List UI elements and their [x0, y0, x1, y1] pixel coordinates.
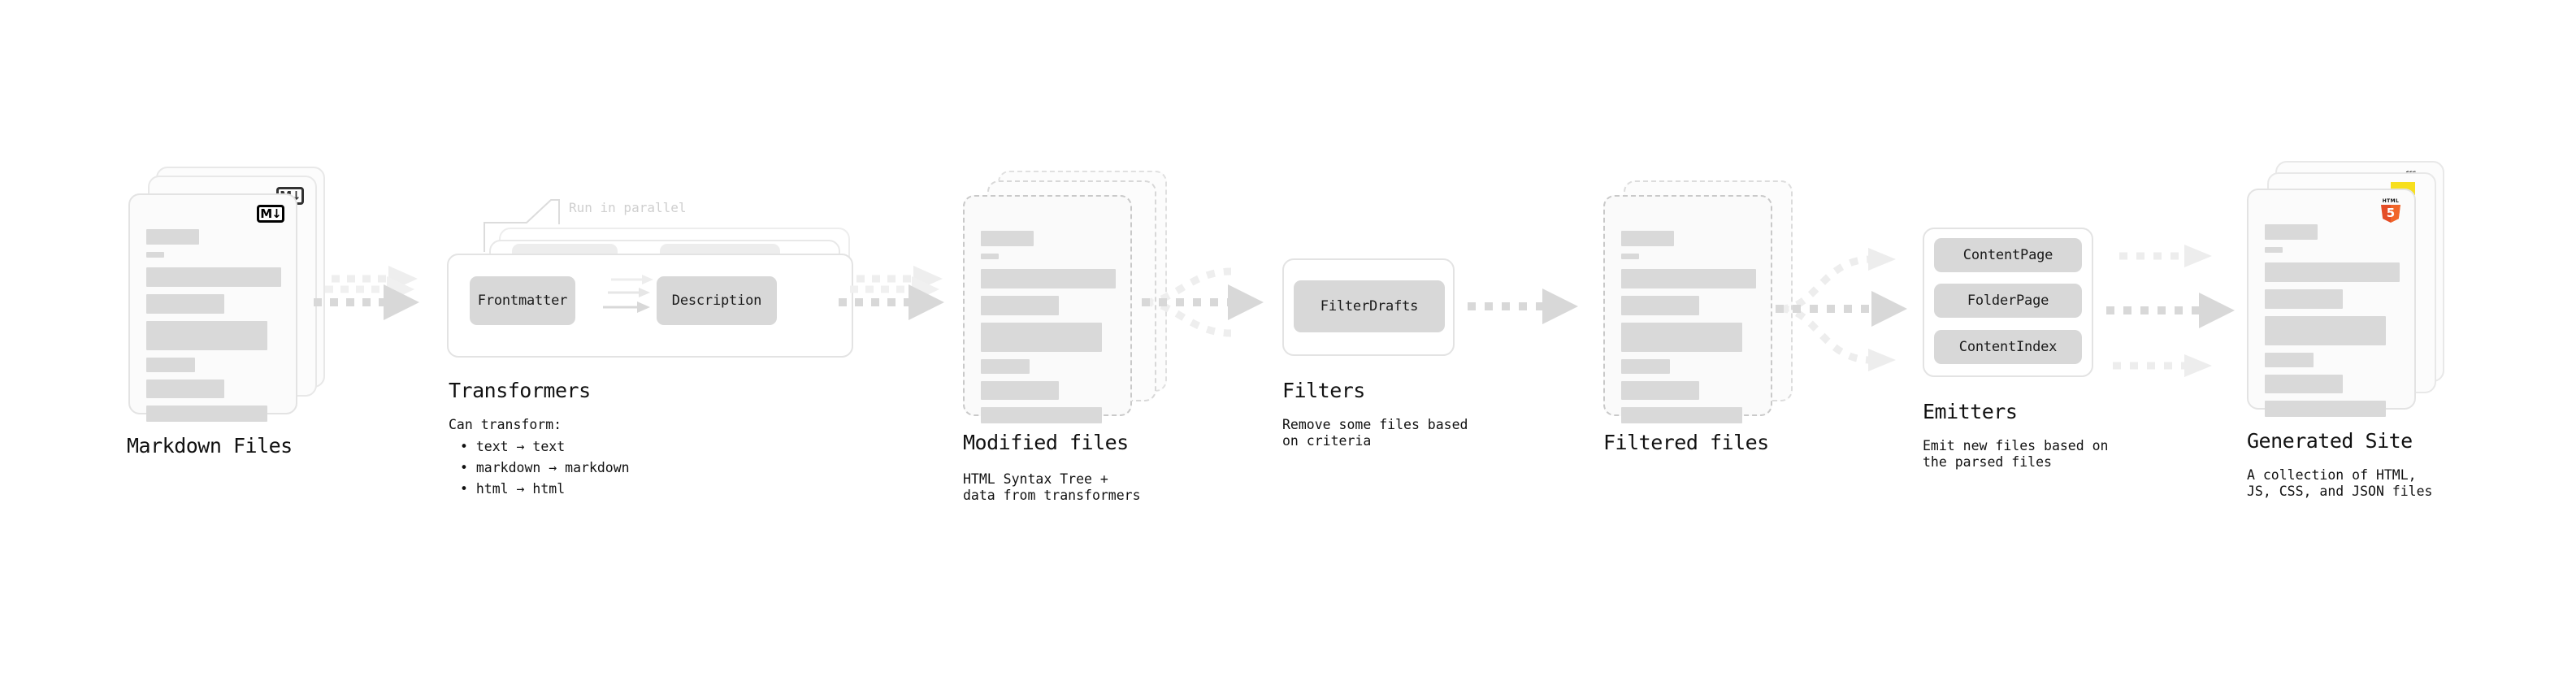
filter-chip-filterdrafts[interactable]: FilterDrafts — [1294, 280, 1445, 332]
stage-title-filters: Filters — [1282, 379, 1365, 402]
stage-subtitle-generated-site: A collection of HTML, JS, CSS, and JSON … — [2247, 467, 2433, 499]
markdown-card-front: M↓ — [128, 193, 297, 422]
connector-filters-to-filtered — [1468, 288, 1578, 324]
stage-title-markdown-files: Markdown Files — [127, 434, 293, 458]
card-content-lines — [981, 231, 1116, 431]
card-content-lines — [2265, 224, 2400, 424]
connector-modified-to-filters — [1142, 267, 1264, 337]
emitter-chip-contentpage[interactable]: ContentPage — [1934, 238, 2082, 272]
stage-title-transformers: Transformers — [449, 379, 591, 402]
stage-subtitle-transformers: Can transform: — [449, 417, 562, 432]
chip-label: Description — [671, 293, 762, 309]
stage-subtitle-modified-files: HTML Syntax Tree + data from transformer… — [963, 471, 1141, 503]
stage-title-emitters: Emitters — [1923, 400, 2018, 423]
html5-icon: HTML 5 — [2380, 198, 2401, 223]
run-in-parallel-label: Run in parallel — [569, 200, 687, 215]
transformer-chip-description[interactable]: Description — [657, 276, 777, 325]
connector-filtered-to-emitters — [1776, 248, 1907, 371]
stage-subtitle-filters: Remove some files based on criteria — [1282, 417, 1468, 449]
filtered-card-front — [1603, 195, 1772, 423]
transformers-bullet-1: • text → text — [460, 439, 566, 454]
connector-transformers-to-modified — [839, 266, 944, 320]
site-card-front: HTML 5 — [2247, 189, 2416, 417]
connector-emitters-to-site — [2106, 245, 2235, 377]
card-content-lines — [146, 229, 281, 429]
emitter-chip-contentindex[interactable]: ContentIndex — [1934, 330, 2082, 364]
transformers-bullet-2: • markdown → markdown — [460, 460, 630, 475]
transformer-inner-arrows — [603, 275, 653, 313]
chip-label: ContentIndex — [1958, 339, 2058, 355]
modified-card-front — [963, 195, 1132, 423]
run-in-parallel-leader — [484, 199, 560, 252]
chip-label: FolderPage — [1967, 293, 2049, 309]
chip-label: FilterDrafts — [1320, 298, 1419, 314]
stage-title-filtered-files: Filtered files — [1603, 431, 1769, 454]
markdown-icon: M↓ — [257, 205, 284, 223]
transformer-chip-frontmatter[interactable]: Frontmatter — [470, 276, 575, 325]
stage-title-modified-files: Modified files — [963, 431, 1129, 454]
card-content-lines — [1621, 231, 1756, 431]
emitter-chip-folderpage[interactable]: FolderPage — [1934, 284, 2082, 318]
chip-label: ContentPage — [1962, 247, 2053, 263]
connector-md-to-transformers — [314, 266, 419, 320]
transformers-bullet-3: • html → html — [460, 481, 566, 497]
stage-subtitle-emitters: Emit new files based on the parsed files — [1923, 438, 2109, 470]
chip-label: Frontmatter — [477, 293, 568, 309]
stage-title-generated-site: Generated Site — [2247, 429, 2413, 453]
